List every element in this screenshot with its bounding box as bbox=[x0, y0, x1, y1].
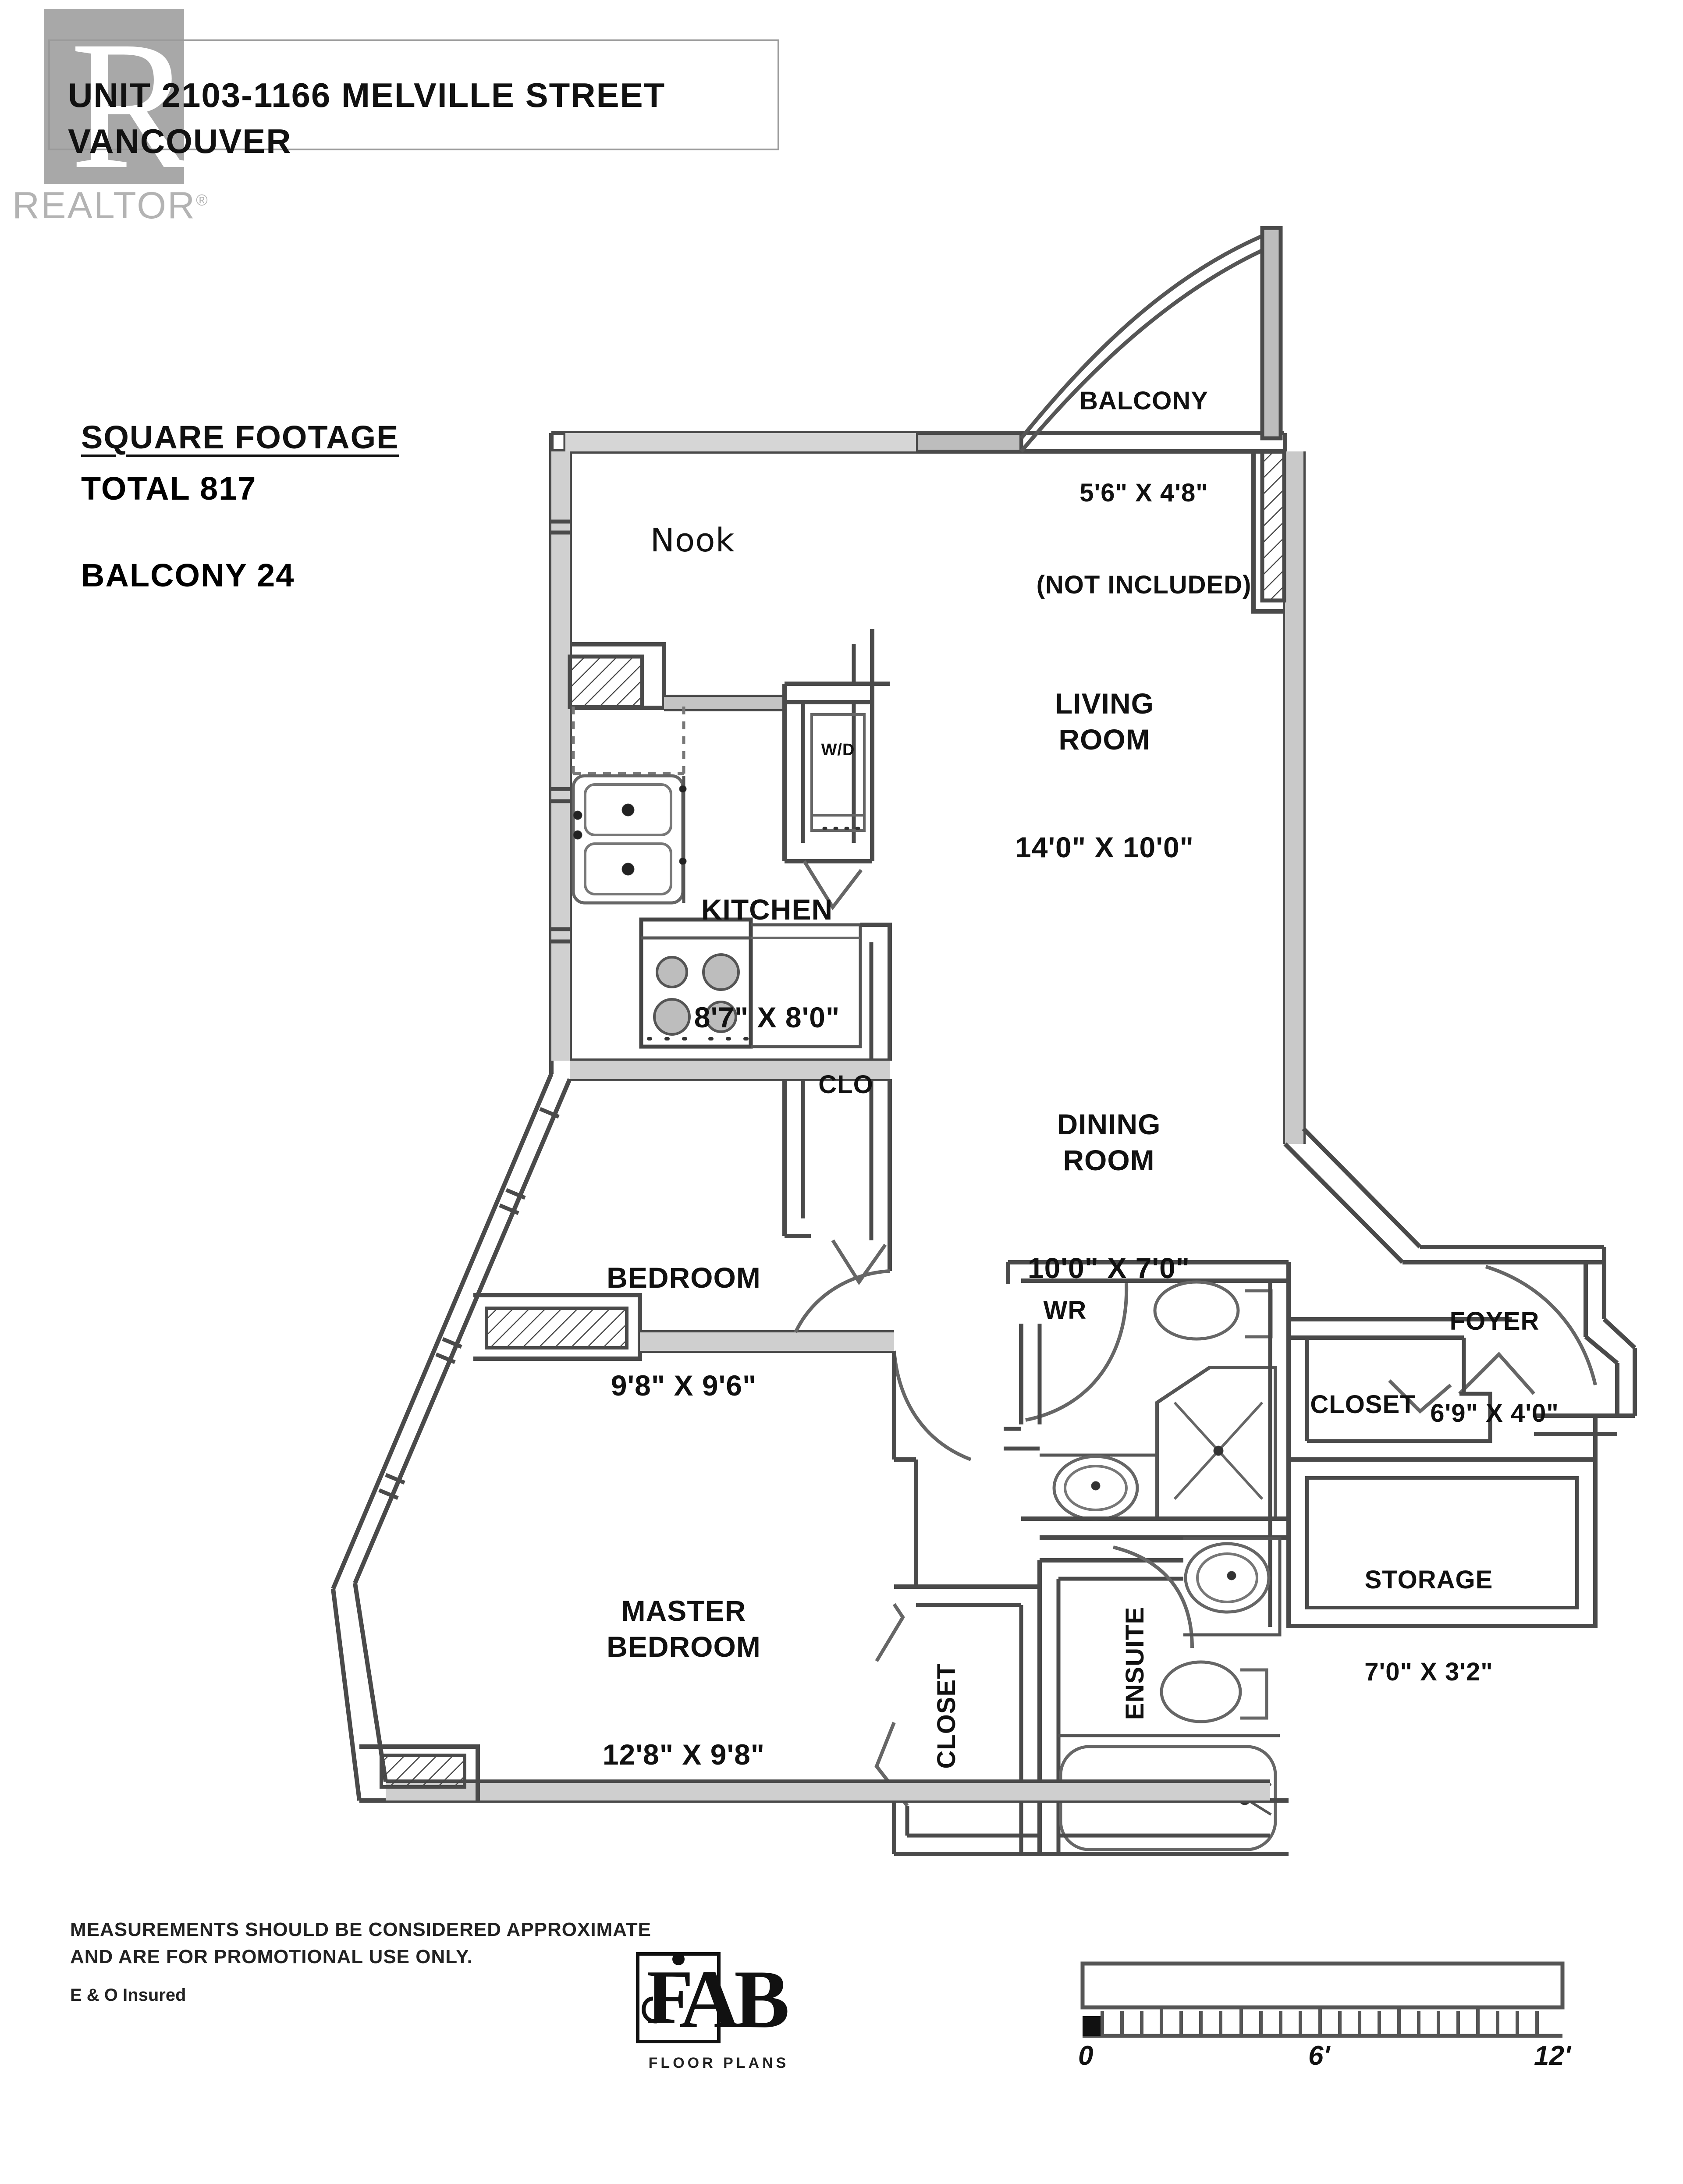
storage-dims: 7'0" X 3'2" bbox=[1364, 1658, 1493, 1686]
room-label-foyer: FOYER 6'9" X 4'0" bbox=[1359, 1245, 1630, 1490]
master-bedroom-name: MASTER BEDROOM bbox=[607, 1594, 761, 1663]
disclaimer-line-2: AND ARE FOR PROMOTIONAL USE ONLY. bbox=[70, 1946, 473, 1967]
balcony-dims: 5'6" X 4'8" bbox=[1079, 479, 1208, 507]
room-label-master-bedroom: MASTER BEDROOM 12'8" X 9'8" bbox=[561, 1521, 806, 1844]
dining-room-name: DINING ROOM bbox=[1057, 1108, 1161, 1176]
balcony-note: (NOT INCLUDED) bbox=[1036, 571, 1252, 599]
room-label-living-room: LIVING ROOM 14'0" X 10'0" bbox=[964, 614, 1245, 937]
svg-text:F: F bbox=[646, 1954, 693, 2039]
page-title: UNIT 2103-1166 MELVILLE STREET VANCOUVER bbox=[68, 72, 813, 164]
room-label-clo: CLO bbox=[818, 1070, 873, 1099]
fab-logo: F A B FLOOR PLANS bbox=[627, 1946, 811, 2091]
svg-text:B: B bbox=[734, 1953, 790, 2046]
title-box bbox=[48, 39, 779, 150]
room-label-kitchen: KITCHEN 8'7" X 8'0" bbox=[644, 820, 890, 1107]
square-footage-balcony: BALCONY 24 bbox=[81, 557, 295, 593]
realtor-watermark: R REALTOR® bbox=[9, 3, 208, 227]
appliance-label-washer-dryer: W/D bbox=[821, 741, 855, 759]
disclaimer-line-1: MEASUREMENTS SHOULD BE CONSIDERED APPROX… bbox=[70, 1919, 651, 1940]
watermark-text: REALTOR bbox=[12, 185, 196, 227]
watermark-registered: ® bbox=[196, 191, 209, 209]
room-label-storage: STORAGE 7'0" X 3'2" bbox=[1293, 1503, 1565, 1749]
kitchen-dims: 8'7" X 8'0" bbox=[694, 1001, 840, 1033]
watermark-block bbox=[44, 9, 184, 184]
square-footage-heading: SQUARE FOOTAGE bbox=[81, 419, 399, 455]
living-room-dims: 14'0" X 10'0" bbox=[1015, 831, 1194, 863]
bedroom-dims: 9'8" X 9'6" bbox=[611, 1369, 757, 1402]
scale-label-end: 12' bbox=[1534, 2041, 1571, 2071]
kitchen-name: KITCHEN bbox=[701, 893, 833, 926]
room-label-nook: Nook bbox=[650, 522, 735, 559]
watermark-letter: R bbox=[70, 3, 193, 207]
scale-bar: 0 6' 12' bbox=[1078, 1955, 1578, 2086]
fab-logo-name: FLOOR PLANS bbox=[648, 2055, 789, 2071]
scale-bar-graphic bbox=[1080, 1961, 1565, 2038]
square-footage-total: TOTAL 817 bbox=[81, 470, 257, 507]
title-line-2: VANCOUVER bbox=[68, 122, 292, 160]
room-label-ensuite: ENSUITE bbox=[1121, 1606, 1149, 1720]
room-label-dining-room: DINING ROOM 10'0" X 7'0" bbox=[973, 1034, 1245, 1358]
storage-name: STORAGE bbox=[1364, 1566, 1493, 1594]
room-label-closet-master: CLOSET bbox=[932, 1663, 961, 1769]
room-label-bedroom: BEDROOM 9'8" X 9'6" bbox=[561, 1188, 806, 1475]
fab-logo-mark: F A B bbox=[636, 1952, 790, 2046]
disclaimer-text: MEASUREMENTS SHOULD BE CONSIDERED APPROX… bbox=[70, 1916, 651, 1971]
title-line-1: UNIT 2103-1166 MELVILLE STREET bbox=[68, 76, 666, 114]
svg-text:A: A bbox=[679, 1953, 739, 2046]
foyer-dims: 6'9" X 4'0" bbox=[1430, 1399, 1559, 1428]
master-bedroom-dims: 12'8" X 9'8" bbox=[602, 1738, 765, 1771]
living-room-name: LIVING ROOM bbox=[1055, 687, 1154, 756]
scale-label-mid: 6' bbox=[1308, 2041, 1330, 2071]
balcony-name: BALCONY bbox=[1079, 387, 1208, 415]
insurance-text: E & O Insured bbox=[70, 1985, 186, 2005]
bedroom-name: BEDROOM bbox=[607, 1261, 761, 1294]
room-label-wr: WR bbox=[1043, 1296, 1087, 1325]
watermark-label: REALTOR® bbox=[12, 184, 209, 227]
scale-label-start: 0 bbox=[1078, 2041, 1094, 2071]
dining-room-dims: 10'0" X 7'0" bbox=[1027, 1252, 1190, 1284]
room-label-closet-foyer: CLOSET bbox=[1310, 1390, 1416, 1419]
foyer-name: FOYER bbox=[1449, 1307, 1540, 1335]
room-label-balcony: BALCONY 5'6" X 4'8" (NOT INCLUDED) bbox=[1030, 324, 1258, 662]
